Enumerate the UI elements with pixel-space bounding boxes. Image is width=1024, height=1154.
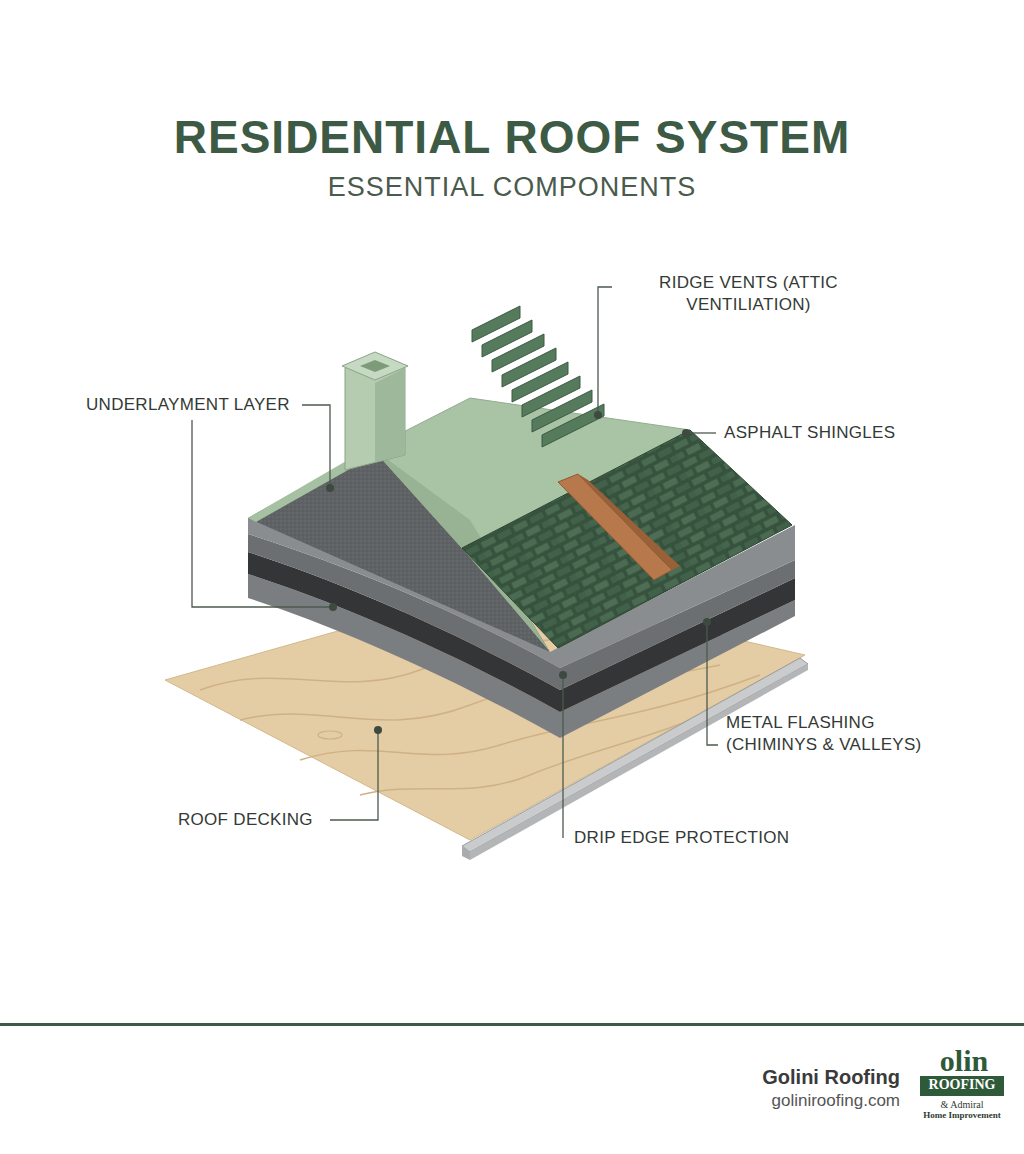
part-label: METAL FLASHING (CHIMINYS & VALLEYS) xyxy=(726,712,966,756)
part-label: RIDGE VENTS (ATTIC VENTILIATION) xyxy=(636,272,861,316)
footer-rule xyxy=(0,1023,1024,1026)
logo-text: olin xyxy=(922,1044,1006,1077)
leader-dots xyxy=(326,411,711,734)
subtitle: ESSENTIAL COMPONENTS xyxy=(0,170,1024,205)
part-label: ROOF DECKING xyxy=(178,809,338,831)
part-label: UNDERLAYMENT LAYER xyxy=(86,394,316,416)
company-name: Golini Roofing xyxy=(720,1064,900,1090)
logo-text: & Admiral xyxy=(920,1099,1004,1110)
company-url: goliniroofing.com xyxy=(700,1090,900,1112)
diagram-title: RESIDENTIAL ROOF SYSTEM xyxy=(0,108,1024,168)
part-label: DRIP EDGE PROTECTION xyxy=(574,827,814,849)
chimney xyxy=(342,352,408,470)
metal-flashing xyxy=(558,474,680,580)
leader-lines xyxy=(192,287,718,838)
part-label: ASPHALT SHINGLES xyxy=(724,422,954,444)
logo-text: Home Improvement xyxy=(918,1111,1006,1121)
asphalt-shingles xyxy=(462,430,792,648)
logo-text: ROOFING xyxy=(920,1077,1004,1094)
ridge-vents xyxy=(472,306,604,447)
